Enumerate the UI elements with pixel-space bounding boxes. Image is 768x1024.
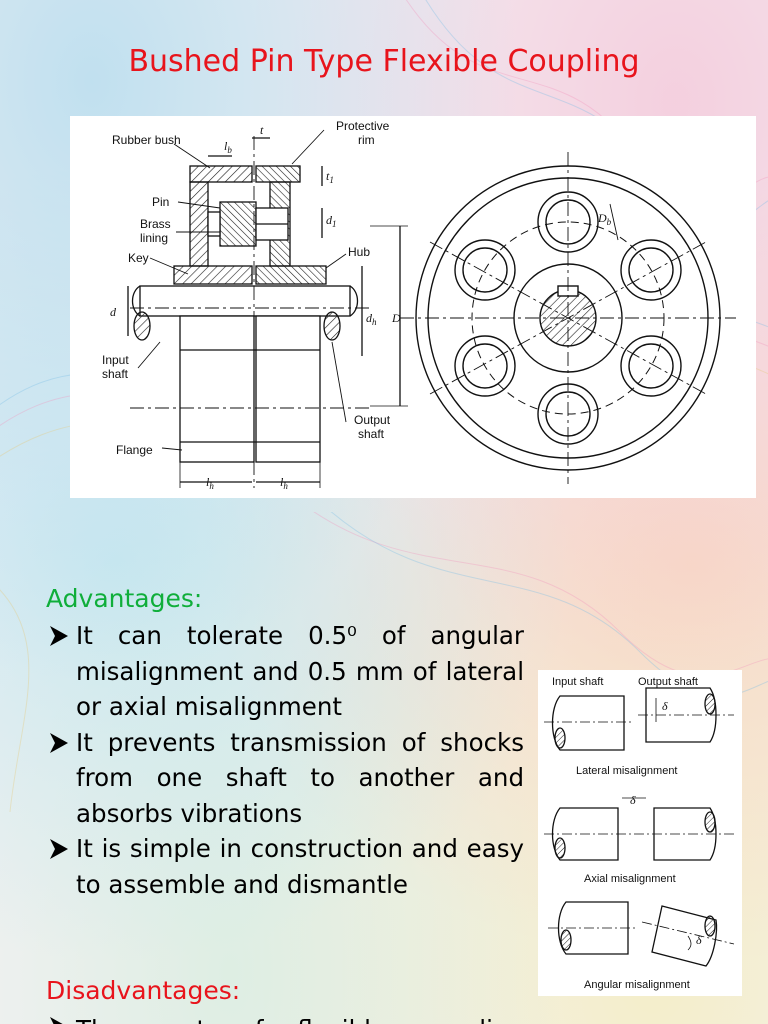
label-hub: Hub (348, 245, 370, 259)
label-pin: Pin (152, 195, 169, 209)
sym-lh-right: lh (280, 475, 288, 491)
advantages-list: It can tolerate 0.5⁰ of angular misalign… (46, 618, 524, 902)
disadvantage-text: The cost of flexible coupling (76, 1012, 524, 1024)
label-key: Key (128, 251, 149, 265)
advantage-text: It can tolerate 0.5⁰ of angular misalign… (76, 621, 524, 721)
label-input-shaft: Input shaft (552, 676, 603, 688)
disadvantages-heading: Disadvantages: (46, 976, 241, 1005)
sym-Db: Db (597, 211, 612, 227)
arrow-bullet-icon (50, 732, 68, 753)
label-protective-rim-2: rim (358, 133, 375, 147)
advantages-heading: Advantages: (46, 584, 203, 613)
sym-d: d (110, 305, 117, 319)
advantage-text: It prevents transmission of shocks from … (76, 727, 524, 828)
label-brass-2: lining (140, 231, 168, 245)
pin-holes (454, 191, 682, 445)
label-rubber-bush: Rubber bush (112, 133, 181, 147)
label-brass-1: Brass (140, 217, 171, 231)
background-swirl-decoration (0, 512, 768, 813)
coupling-drawing: Rubber bush Protective rim Pin Brass lin… (102, 119, 736, 491)
label-output-shaft: Output shaft (638, 676, 698, 688)
slide-title: Bushed Pin Type Flexible Coupling (128, 44, 640, 79)
misalignment-drawing: Input shaft Output shaft δ Lateral misal… (544, 676, 735, 991)
label-output-2: shaft (358, 427, 385, 441)
slide-advantages (0, 512, 768, 1024)
label-input-2: shaft (102, 367, 129, 381)
coupling-end-view (400, 152, 736, 484)
sym-t: t (260, 123, 264, 137)
advantage-item: It can tolerate 0.5⁰ of angular misalign… (46, 618, 524, 725)
angular-shafts (548, 901, 735, 967)
lateral-shafts (544, 687, 734, 751)
misalignment-diagram: Input shaft Output shaft δ Lateral misal… (538, 670, 742, 996)
label-angular: Angular misalignment (584, 979, 690, 991)
sym-lb: lb (224, 139, 232, 155)
label-protective-rim-1: Protective (336, 119, 390, 133)
sym-delta-angular: δ (696, 933, 702, 947)
arrow-bullet-icon (50, 626, 68, 646)
arrow-bullet-icon (50, 839, 68, 859)
arrow-bullet-icon (50, 1017, 63, 1024)
slide-coupling-diagram: Bushed Pin Type Flexible Coupling (0, 0, 768, 498)
advantage-text: It is simple in construction and easy to… (76, 834, 524, 899)
advantage-item: It is simple in construction and easy to… (46, 831, 524, 902)
sym-D: D (391, 311, 401, 325)
label-input-1: Input (102, 353, 129, 367)
sym-lh-left: lh (206, 475, 214, 491)
axial-shafts (544, 797, 734, 861)
label-lateral: Lateral misalignment (576, 765, 678, 777)
label-axial: Axial misalignment (584, 873, 676, 885)
sym-d1: d1 (326, 213, 337, 229)
sym-delta-lateral: δ (662, 699, 668, 713)
coupling-section-view (127, 129, 408, 488)
sym-t1: t1 (326, 169, 334, 185)
disadvantage-item: The cost of flexible coupling (46, 1008, 524, 1024)
sym-delta-axial: δ (630, 793, 636, 807)
label-output-1: Output (354, 413, 391, 427)
coupling-diagram: Rubber bush Protective rim Pin Brass lin… (70, 116, 756, 498)
advantage-item: It prevents transmission of shocks from … (46, 725, 524, 832)
label-flange: Flange (116, 443, 153, 457)
sym-dh: dh (366, 311, 377, 327)
